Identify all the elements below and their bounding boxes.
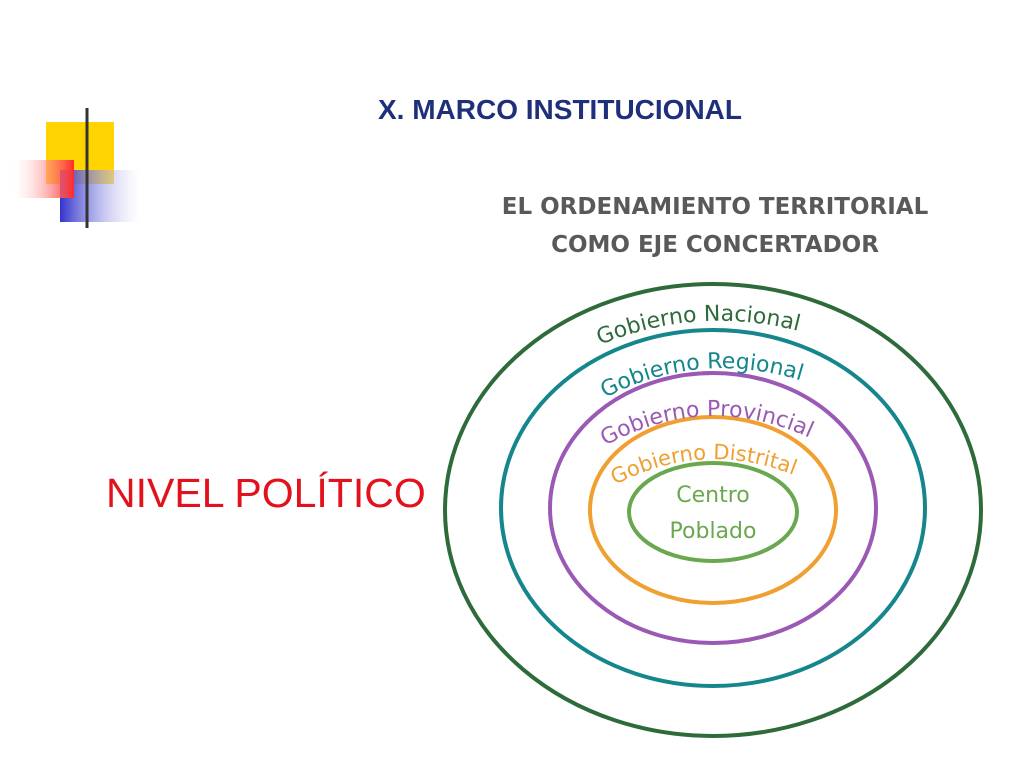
diagram-heading-line2: COMO EJE CONCERTADOR	[551, 232, 879, 258]
concentric-rings-diagram: Gobierno Nacional Gobierno Regional Gobi…	[443, 282, 983, 738]
center-label-line2: Poblado	[670, 519, 757, 544]
center-label-line1: Centro	[676, 483, 750, 508]
ring-regional	[499, 328, 927, 688]
ring-label-nacional: Gobierno Nacional	[593, 302, 803, 351]
ring-provincial	[548, 371, 878, 645]
level-label: NIVEL POLÍTICO	[106, 470, 426, 516]
corner-decoration	[14, 108, 425, 228]
ring-centro	[627, 461, 799, 563]
ring-nacional	[443, 282, 983, 738]
diagram-heading-line1: EL ORDENAMIENTO TERRITORIAL	[501, 194, 929, 220]
red-square	[14, 160, 74, 198]
ring-distrital	[588, 415, 838, 605]
diagram-heading: EL ORDENAMIENTO TERRITORIAL COMO EJE CON…	[470, 188, 960, 264]
slide-title: X. MARCO INSTITUCIONAL	[378, 94, 742, 125]
ring-label-regional: Gobierno Regional	[597, 349, 807, 403]
